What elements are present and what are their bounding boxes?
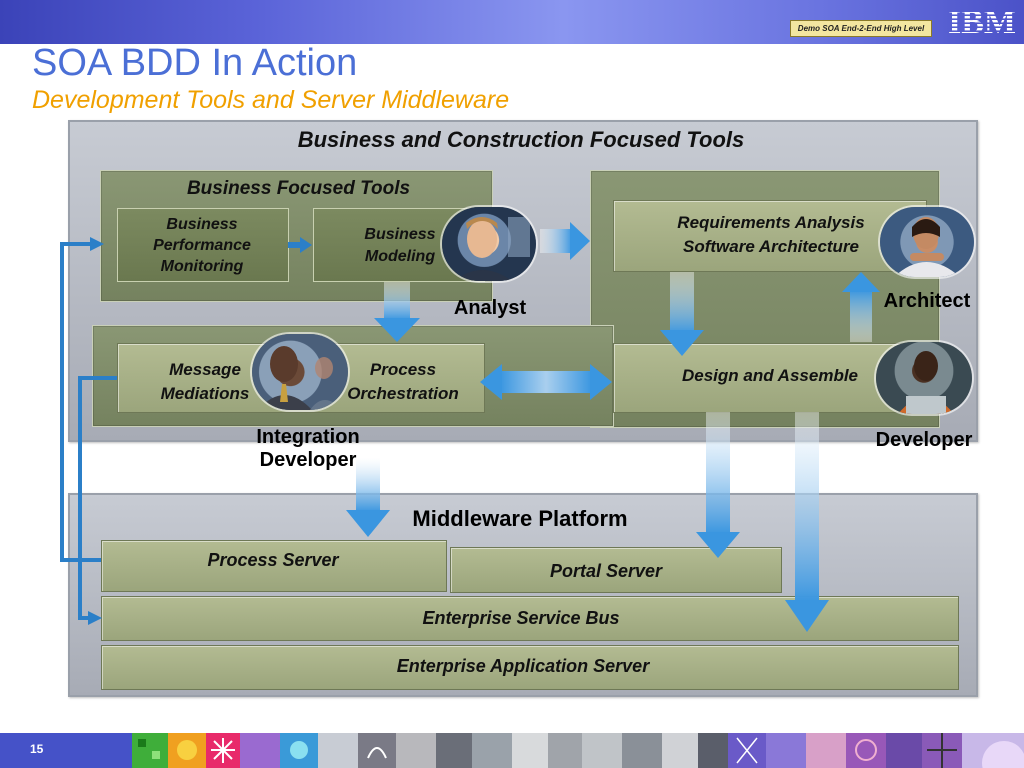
developer-to-architect-arrow <box>850 290 872 342</box>
integration-developer-avatar <box>252 334 348 410</box>
developer-to-esb-arrow <box>795 412 819 602</box>
modeling-to-process-arrow <box>384 282 410 320</box>
developer-label: Developer <box>866 429 982 452</box>
design-to-portal-arrow <box>706 412 730 534</box>
bpm-to-modeling-arrow <box>288 242 302 248</box>
requirements-to-design-arrow <box>670 272 694 334</box>
process-design-double-arrow <box>500 371 592 393</box>
analyst-avatar <box>442 207 536 281</box>
analyst-label: Analyst <box>440 297 540 320</box>
analyst-figure-icon <box>442 207 536 281</box>
footer-image-strip <box>132 733 1024 768</box>
integration-developer-label-1: Integration <box>238 426 378 449</box>
modeling-to-requirements-arrow <box>540 229 572 253</box>
developer-avatar <box>876 342 972 414</box>
architect-avatar <box>880 207 974 277</box>
left-connector-line-2 <box>80 378 117 618</box>
integration-developer-figure-icon <box>252 334 348 410</box>
developer-figure-icon <box>876 342 972 414</box>
left-connector-arrowhead-top <box>90 237 104 251</box>
architect-figure-icon <box>880 207 974 277</box>
page-number: 15 <box>30 742 43 756</box>
integration-developer-label-2: Developer <box>238 449 378 472</box>
left-connector-arrowhead-esb <box>88 611 102 625</box>
architect-label: Architect <box>872 290 982 313</box>
